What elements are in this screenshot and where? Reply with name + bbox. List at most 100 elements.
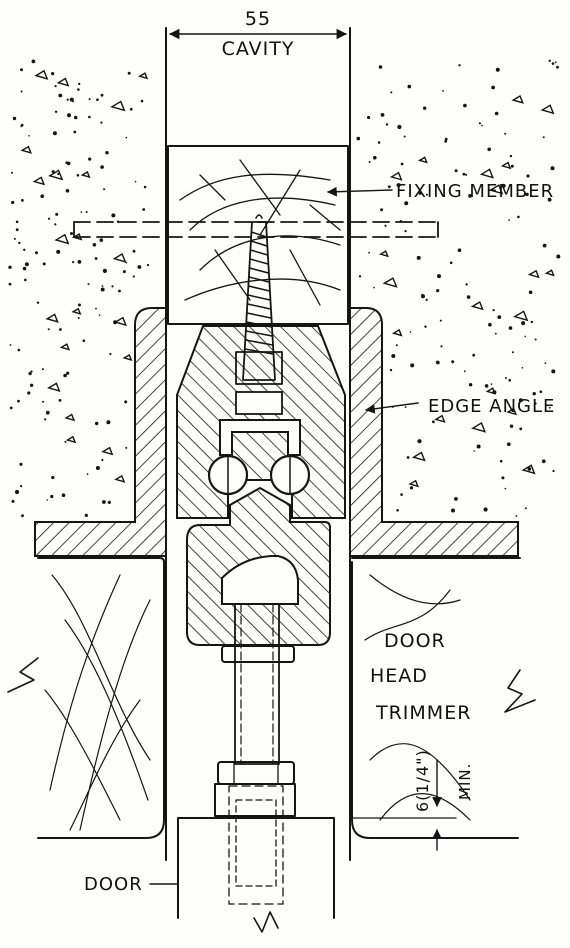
screw-thread bbox=[247, 294, 271, 301]
concrete-speck bbox=[51, 475, 55, 480]
concrete-speck bbox=[24, 262, 29, 267]
concrete-speck bbox=[390, 91, 393, 94]
concrete-speck bbox=[48, 217, 51, 220]
concrete-speck bbox=[403, 135, 406, 138]
concrete-speck bbox=[13, 237, 16, 240]
concrete-speck bbox=[409, 331, 412, 333]
concrete-speck bbox=[358, 275, 362, 278]
concrete-speck bbox=[15, 228, 19, 232]
concrete-speck bbox=[373, 286, 375, 289]
concrete-speck bbox=[67, 113, 71, 118]
concrete-speck bbox=[380, 113, 385, 117]
concrete-speck bbox=[111, 285, 114, 288]
aggregate-chip bbox=[392, 328, 403, 337]
edge-angle-label: EDGE ANGLE bbox=[428, 396, 555, 417]
aggregate-chip bbox=[500, 161, 512, 170]
edge-angle-left bbox=[34, 307, 167, 557]
concrete-speck bbox=[9, 344, 12, 346]
door-head-trimmer-left bbox=[7, 557, 165, 839]
concrete-speck bbox=[66, 371, 70, 375]
concrete-speck bbox=[30, 370, 33, 373]
concrete-speck bbox=[435, 360, 440, 365]
concrete-speck bbox=[61, 493, 66, 498]
concrete-speck bbox=[432, 420, 435, 424]
concrete-speck bbox=[462, 172, 466, 176]
concrete-speck bbox=[77, 317, 80, 319]
aggregate-chip bbox=[45, 313, 59, 323]
concrete-speck bbox=[22, 266, 27, 271]
aggregate-chip bbox=[471, 421, 487, 433]
aggregate-chip bbox=[411, 451, 426, 462]
aggregate-chip bbox=[544, 269, 555, 277]
aggregate-chip bbox=[488, 184, 504, 195]
aggregate-chip bbox=[408, 479, 420, 488]
cavity-dimension: 55 CAVITY bbox=[168, 8, 348, 60]
door-head-trimmer-right bbox=[351, 557, 536, 839]
concrete-speck bbox=[534, 338, 537, 341]
concrete-speck bbox=[50, 494, 54, 499]
concrete-speck bbox=[423, 106, 427, 110]
concrete-speck bbox=[54, 223, 57, 226]
concrete-speck bbox=[40, 194, 44, 198]
trimmer-label-line3: TRIMMER bbox=[375, 702, 471, 724]
concrete-speck bbox=[134, 180, 137, 183]
concrete-speck bbox=[424, 325, 427, 328]
concrete-speck bbox=[504, 132, 507, 135]
concrete-speck bbox=[404, 201, 409, 206]
concrete-speck bbox=[378, 65, 383, 69]
concrete-speck bbox=[10, 171, 13, 174]
concrete-speck bbox=[525, 192, 529, 197]
concrete-speck bbox=[444, 139, 448, 143]
concrete-speck bbox=[476, 444, 481, 449]
concrete-speck bbox=[11, 200, 15, 205]
nuts bbox=[214, 645, 296, 817]
concrete-speck bbox=[468, 194, 472, 198]
door-label: DOOR bbox=[84, 874, 143, 895]
concrete-speck bbox=[384, 224, 387, 227]
aggregate-chip bbox=[389, 171, 403, 181]
concrete-speck bbox=[20, 485, 23, 488]
concrete-speck bbox=[368, 251, 370, 254]
concrete-speck bbox=[14, 489, 20, 495]
concrete-speck bbox=[544, 362, 547, 364]
concrete-speck bbox=[92, 243, 97, 247]
concrete-speck bbox=[17, 399, 20, 403]
concrete-speck bbox=[20, 125, 23, 128]
concrete-speck bbox=[55, 212, 59, 216]
aggregate-chip bbox=[56, 77, 70, 87]
aggregate-chip bbox=[32, 176, 46, 186]
concrete-speck bbox=[54, 85, 57, 88]
fixing-line-dashed bbox=[73, 221, 439, 238]
concrete-speck bbox=[509, 154, 513, 158]
screw-thread bbox=[247, 285, 271, 292]
concrete-speck bbox=[46, 499, 49, 501]
concrete-speck bbox=[28, 371, 32, 376]
concrete-speck bbox=[451, 360, 455, 364]
concrete-speck bbox=[550, 166, 555, 171]
concrete-speck bbox=[532, 392, 536, 396]
concrete-speck bbox=[45, 410, 50, 415]
concrete-speck bbox=[11, 499, 15, 503]
concrete-speck bbox=[77, 88, 80, 91]
concrete-speck bbox=[100, 121, 103, 124]
concrete-speck bbox=[481, 124, 483, 127]
leader-lines bbox=[149, 186, 419, 885]
concrete-speck bbox=[391, 354, 396, 358]
concrete-speck bbox=[9, 406, 13, 410]
screw-thread bbox=[248, 267, 270, 274]
concrete-speck bbox=[146, 263, 150, 267]
concrete-speck bbox=[508, 326, 513, 330]
concrete-speck bbox=[99, 238, 104, 242]
trimmer-label-line1: DOOR bbox=[384, 630, 446, 652]
concrete-speck bbox=[521, 367, 524, 369]
concrete-speck bbox=[18, 241, 21, 245]
concrete-speck bbox=[389, 368, 393, 372]
concrete-speck bbox=[463, 103, 467, 108]
concrete-speck bbox=[44, 418, 47, 421]
fixing-member-label: FIXING MEMBER bbox=[396, 181, 554, 202]
concrete-speck bbox=[449, 261, 453, 265]
concrete-speck bbox=[539, 390, 543, 394]
concrete-speck bbox=[41, 368, 44, 371]
concrete-speck bbox=[396, 509, 399, 512]
